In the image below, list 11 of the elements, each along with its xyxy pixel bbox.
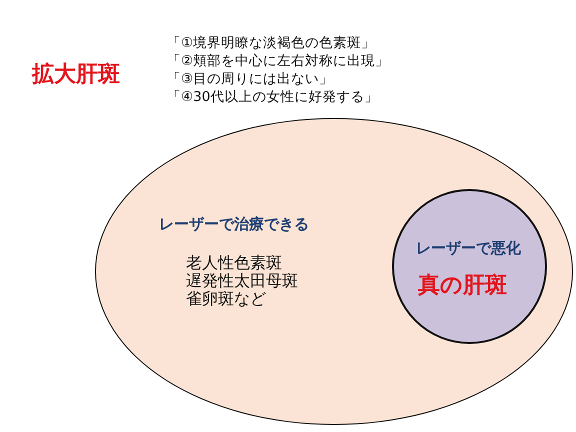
list-text: 老人性色素斑: [186, 254, 282, 272]
title-text: 真の肝斑: [418, 273, 507, 299]
criteria-text: 「①境界明瞭な淡褐色の色素斑」: [167, 34, 376, 52]
heading-text: レーザーで悪化: [416, 239, 521, 257]
criteria-text: 「④30代以上の女性に好発する」: [167, 88, 378, 106]
criteria-text: 「③目の周りには出ない」: [167, 70, 334, 88]
heading-text: レーザーで治療できる: [159, 215, 309, 233]
list-text: 雀卵斑など: [186, 290, 266, 308]
list-text: 遅発性太田母斑: [186, 272, 298, 290]
diagram-title: 拡大肝斑: [32, 62, 120, 88]
criteria-text: 「②頬部を中心に左右対称に出現」: [167, 52, 390, 70]
